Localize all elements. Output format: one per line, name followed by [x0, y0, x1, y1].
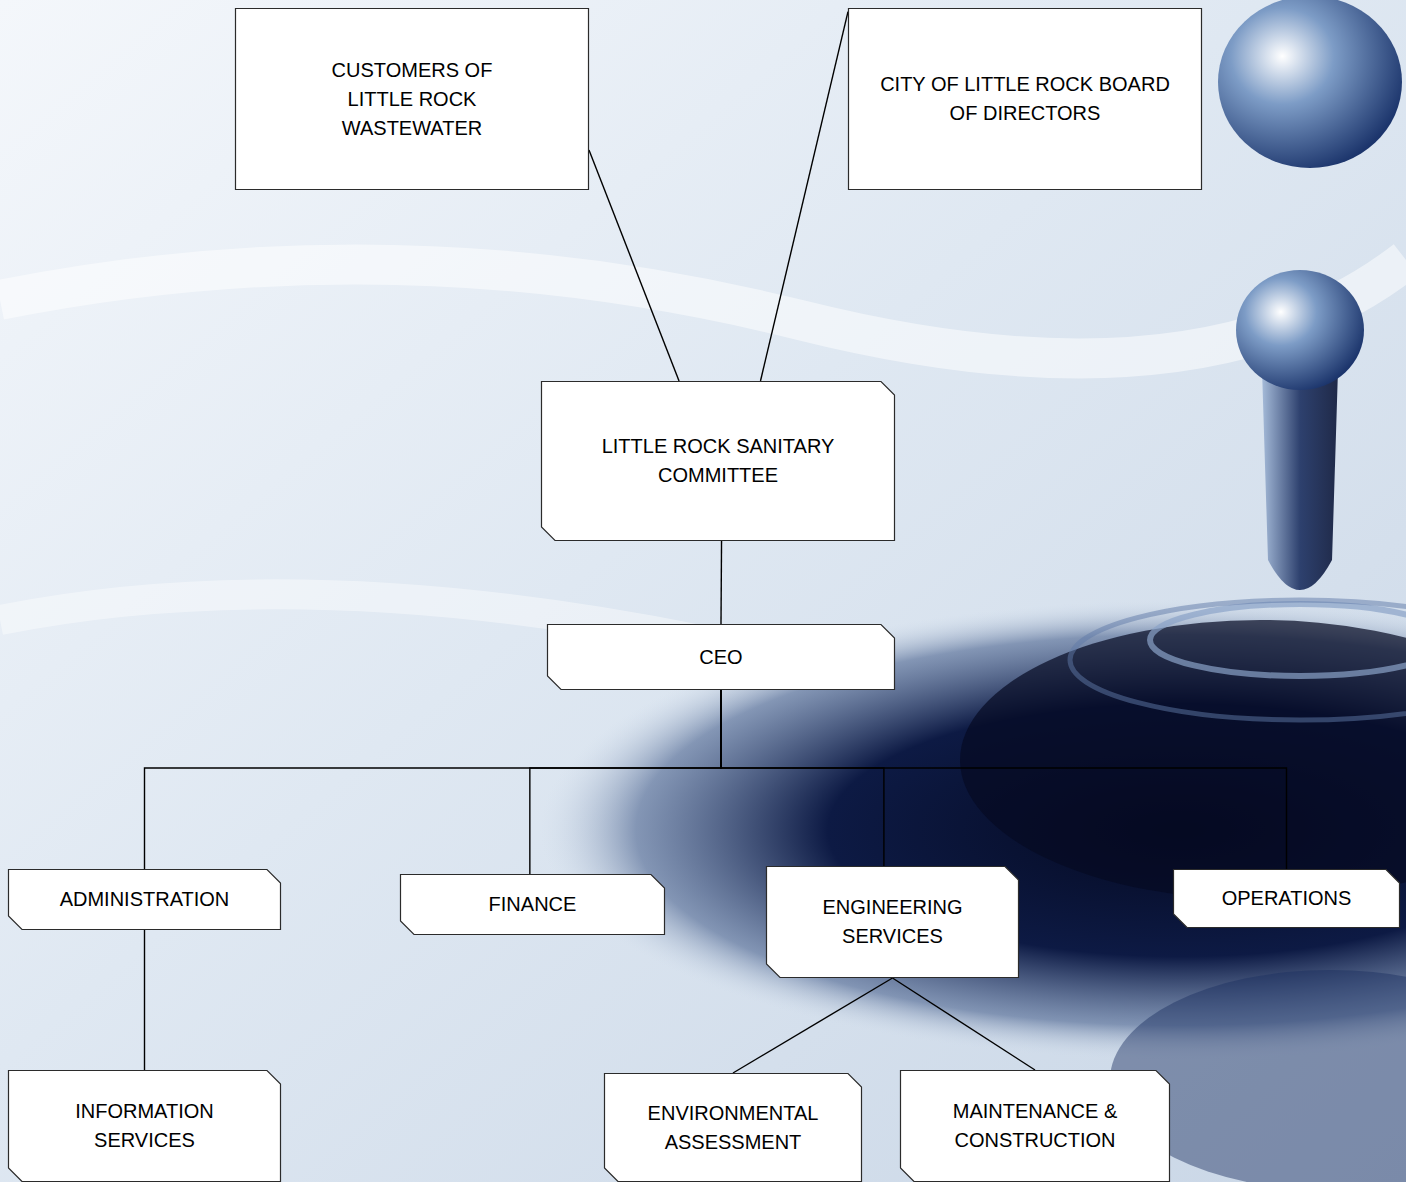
box-content: MAINTENANCE & CONSTRUCTION	[920, 1097, 1150, 1155]
box-content: LITTLE ROCK SANITARY COMMITTEE	[596, 432, 841, 490]
box-shape	[548, 625, 895, 690]
connector-line	[721, 690, 884, 866]
box-outline	[8, 1070, 281, 1182]
org-box: MAINTENANCE & CONSTRUCTION	[900, 1070, 1170, 1182]
box-label: MAINTENANCE & CONSTRUCTION	[920, 1097, 1150, 1155]
connector-line	[530, 690, 721, 874]
box-label: CEO	[699, 643, 742, 672]
connector-line	[720, 541, 722, 624]
box-label: FINANCE	[489, 890, 577, 919]
org-box: CEO	[547, 624, 895, 690]
box-outline	[900, 1070, 1170, 1182]
box-outline	[604, 1073, 862, 1182]
box-content: CUSTOMERS OF LITTLE ROCK WASTEWATER	[325, 56, 500, 143]
org-box: CUSTOMERS OF LITTLE ROCK WASTEWATER	[235, 8, 589, 190]
connector-line	[589, 150, 679, 381]
box-label: ENVIRONMENTAL ASSESSMENT	[633, 1099, 833, 1157]
box-outline	[541, 381, 895, 541]
org-box: LITTLE ROCK SANITARY COMMITTEE	[541, 381, 895, 541]
org-box: CITY OF LITTLE ROCK BOARD OF DIRECTORS	[848, 8, 1202, 190]
connector-line	[733, 978, 893, 1073]
box-content: FINANCE	[489, 890, 577, 919]
org-box: OPERATIONS	[1173, 869, 1400, 928]
box-content: ADMINISTRATION	[60, 885, 230, 914]
box-label: INFORMATION SERVICES	[60, 1097, 230, 1155]
org-box: FINANCE	[400, 874, 665, 935]
box-shape	[1174, 870, 1400, 928]
box-shape	[901, 1071, 1170, 1182]
box-outline	[848, 8, 1202, 190]
box-shape	[9, 870, 281, 930]
box-shape	[767, 867, 1019, 978]
box-shape	[849, 9, 1202, 190]
connector-line	[893, 978, 1036, 1070]
org-box: ADMINISTRATION	[8, 869, 281, 930]
connector-line	[760, 12, 848, 381]
org-box: INFORMATION SERVICES	[8, 1070, 281, 1182]
box-shape	[542, 382, 895, 541]
box-shape	[605, 1074, 862, 1182]
box-label: LITTLE ROCK SANITARY COMMITTEE	[596, 432, 841, 490]
box-label: ADMINISTRATION	[60, 885, 230, 914]
box-content: OPERATIONS	[1222, 884, 1352, 913]
box-shape	[9, 1071, 281, 1182]
box-content: INFORMATION SERVICES	[60, 1097, 230, 1155]
box-content: CEO	[699, 643, 742, 672]
box-label: CUSTOMERS OF LITTLE ROCK WASTEWATER	[325, 56, 500, 143]
connector-line	[145, 690, 722, 869]
box-label: OPERATIONS	[1222, 884, 1352, 913]
box-shape	[401, 875, 665, 935]
box-shape	[236, 9, 589, 190]
box-label: ENGINEERING SERVICES	[808, 893, 978, 951]
box-outline	[766, 866, 1019, 978]
box-content: ENGINEERING SERVICES	[808, 893, 978, 951]
connector-line	[144, 930, 145, 1070]
box-content: ENVIRONMENTAL ASSESSMENT	[633, 1099, 833, 1157]
org-box: ENGINEERING SERVICES	[766, 866, 1019, 978]
connector-line	[721, 690, 1287, 869]
box-content: CITY OF LITTLE ROCK BOARD OF DIRECTORS	[875, 70, 1175, 128]
org-box: ENVIRONMENTAL ASSESSMENT	[604, 1073, 862, 1182]
box-label: CITY OF LITTLE ROCK BOARD OF DIRECTORS	[875, 70, 1175, 128]
